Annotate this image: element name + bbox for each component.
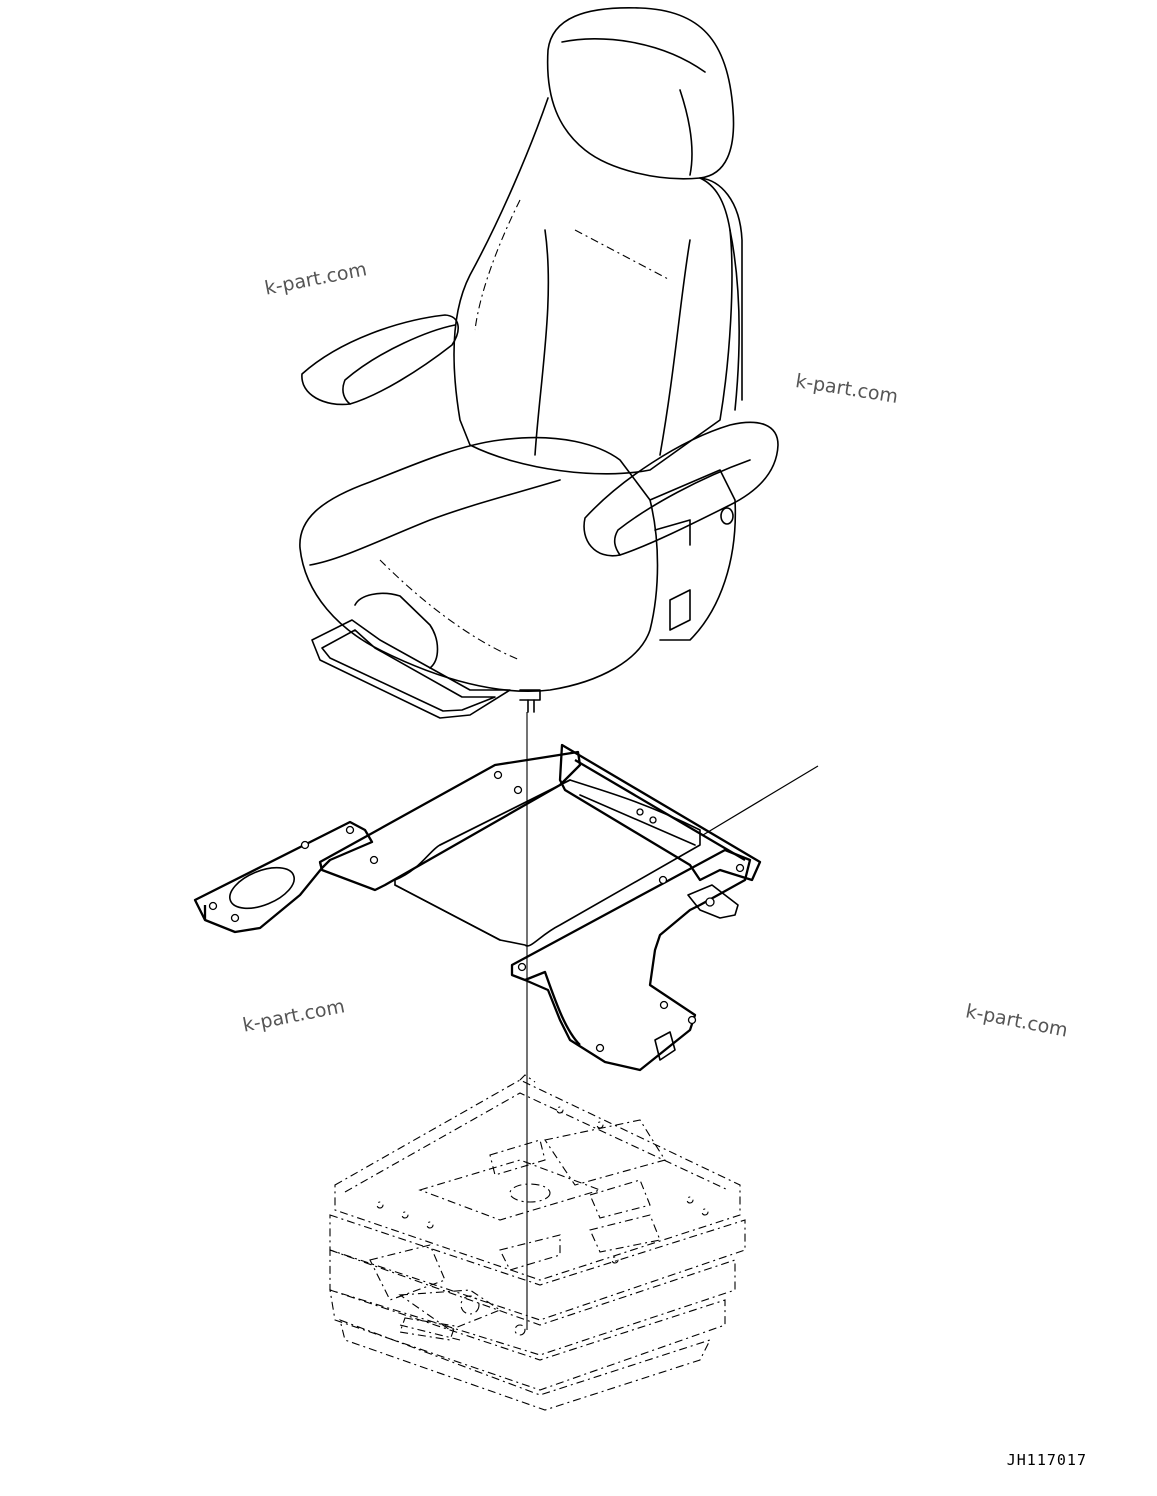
suspension-layer <box>329 1214 746 1321</box>
mounting-bracket <box>193 743 819 1072</box>
suspension-top-plate <box>334 1079 741 1281</box>
upper-rail <box>318 750 582 892</box>
wire-clip <box>687 884 739 919</box>
oval-cutout <box>229 866 295 910</box>
leader-line <box>702 765 819 836</box>
rear-rail <box>558 743 762 882</box>
headrest <box>546 6 735 180</box>
front-mount-plate <box>510 848 752 1072</box>
left-armrest <box>301 314 459 406</box>
left-mount-plate <box>193 820 374 934</box>
suspension-base <box>329 1074 746 1411</box>
inner-tray <box>394 779 701 947</box>
drawing-code: JH117017 <box>1006 1451 1087 1469</box>
seat-rail <box>311 619 511 719</box>
seat-assembly <box>299 6 779 719</box>
right-armrest <box>583 421 779 557</box>
backrest <box>453 97 733 475</box>
seat-cushion <box>299 436 659 693</box>
